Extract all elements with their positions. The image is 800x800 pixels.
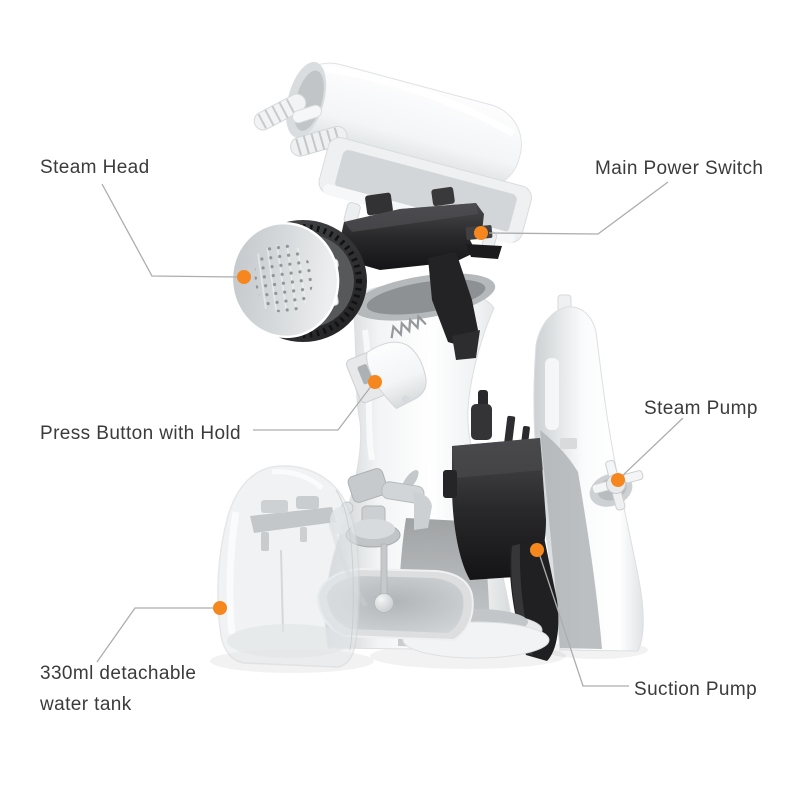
connector-dot-steam-pump <box>611 473 625 487</box>
leader-steam-head <box>101 183 239 278</box>
steam-hose-parts <box>253 93 348 157</box>
label-suction-pump: Suction Pump <box>634 674 757 705</box>
steam-head-part <box>230 220 367 342</box>
connector-dot-main-power-switch <box>474 226 488 240</box>
label-water-tank-line1: 330ml detachable <box>40 663 197 684</box>
label-water-tank: 330ml detachable water tank <box>40 658 196 720</box>
connector-dot-steam-head <box>237 270 251 284</box>
label-main-power-switch-text: Main Power Switch <box>595 158 764 179</box>
connector-dot-water-tank <box>213 601 227 615</box>
connector-dot-press-button <box>368 375 382 389</box>
leader-suction-pump <box>538 552 629 687</box>
water-tank-part <box>217 465 360 668</box>
label-press-button-with-hold-text: Press Button with Hold <box>40 423 241 444</box>
label-steam-head: Steam Head <box>40 152 150 183</box>
leader-water-tank <box>96 607 213 663</box>
label-suction-pump-text: Suction Pump <box>634 679 758 700</box>
label-main-power-switch: Main Power Switch <box>595 153 763 184</box>
label-steam-pump: Steam Pump <box>644 393 758 424</box>
main-power-switch-part <box>340 186 502 360</box>
label-press-button-with-hold: Press Button with Hold <box>40 418 241 449</box>
leader-press-button <box>253 384 373 431</box>
label-steam-head-text: Steam Head <box>40 157 150 178</box>
connector-dot-suction-pump <box>530 543 544 557</box>
label-water-tank-line2: water tank <box>40 694 132 715</box>
label-steam-pump-text: Steam Pump <box>644 398 758 419</box>
leader-steam-pump <box>619 417 684 479</box>
press-button-part <box>345 314 427 410</box>
leader-main-power-switch <box>488 181 669 235</box>
